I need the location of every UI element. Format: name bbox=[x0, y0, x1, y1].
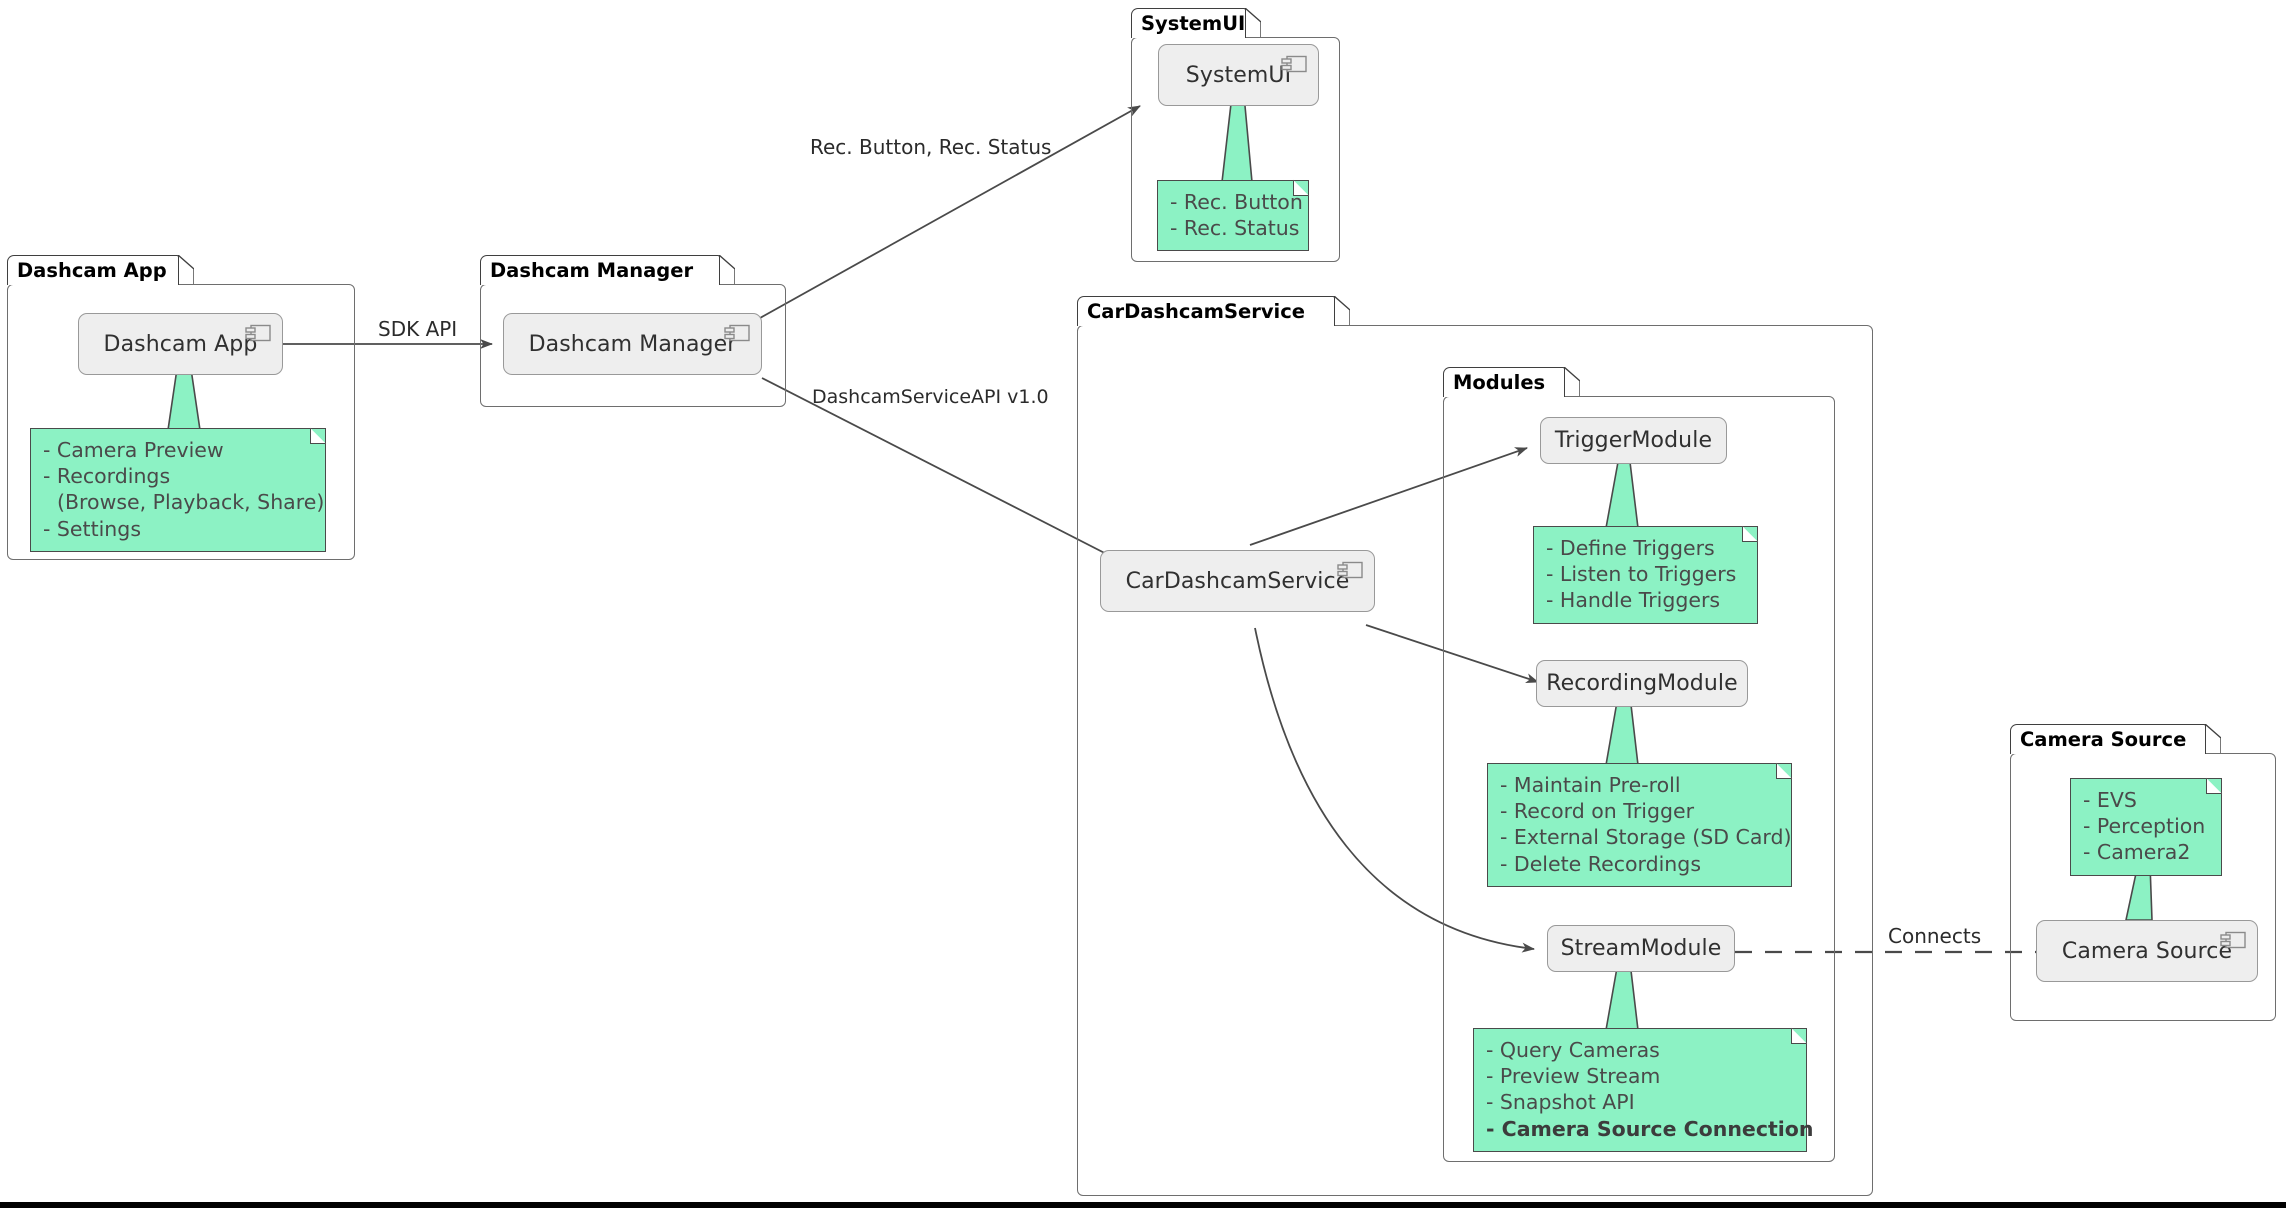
package-fold-camera-source bbox=[2205, 724, 2221, 754]
package-car-dashcam-service: CarDashcamService bbox=[1077, 296, 1873, 1196]
component-icon bbox=[724, 324, 750, 342]
package-title-dashcam-app: Dashcam App bbox=[17, 258, 167, 282]
package-dashcam-manager: Dashcam Manager bbox=[480, 255, 786, 407]
package-tab-modules: Modules bbox=[1443, 367, 1565, 397]
component-recording-module[interactable]: RecordingModule bbox=[1536, 660, 1748, 707]
note-line: - Snapshot API bbox=[1486, 1090, 1635, 1115]
edge-label-text: SDK API bbox=[378, 317, 458, 341]
note-stream-module: - Query Cameras - Preview Stream - Snaps… bbox=[1473, 1028, 1814, 1152]
edge-label-sdk-api: SDK API bbox=[378, 317, 457, 341]
component-camera-source[interactable]: Camera Source bbox=[2036, 920, 2258, 982]
edge-label-rec-button-status: Rec. Button, Rec. Status bbox=[810, 135, 1051, 159]
package-fold-dashcam-app bbox=[178, 255, 194, 285]
component-car-dashcam-service[interactable]: CarDashcamService bbox=[1100, 550, 1375, 612]
note-line: - Recordings bbox=[43, 464, 171, 489]
package-tab-dashcam-app: Dashcam App bbox=[7, 255, 179, 285]
component-label-dashcam-app: Dashcam App bbox=[103, 331, 258, 357]
bottom-edge-bar bbox=[0, 1202, 2286, 1208]
package-body-car-dashcam-service bbox=[1077, 325, 1873, 1196]
package-title-camera-source: Camera Source bbox=[2020, 727, 2187, 751]
note-line: - Query Cameras bbox=[1486, 1038, 1660, 1062]
component-stream-module[interactable]: StreamModule bbox=[1547, 925, 1735, 972]
note-line: - Delete Recordings bbox=[1500, 851, 1701, 876]
note-line: - Perception bbox=[2083, 814, 2206, 839]
component-system-ui[interactable]: SystemUI bbox=[1158, 44, 1319, 106]
edge-label-dashcam-service-api: DashcamServiceAPI v1.0 bbox=[812, 386, 1049, 408]
note-system-ui: - Rec. Button - Rec. Status bbox=[1157, 180, 1309, 252]
package-tab-camera-source: Camera Source bbox=[2010, 724, 2206, 754]
component-dashcam-manager[interactable]: Dashcam Manager bbox=[503, 313, 762, 375]
package-fold-system-ui bbox=[1245, 8, 1261, 38]
note-line: - Rec. Status bbox=[1170, 216, 1300, 241]
component-trigger-module[interactable]: TriggerModule bbox=[1540, 417, 1727, 464]
component-label-recording-module: RecordingModule bbox=[1546, 671, 1738, 696]
component-label-car-dashcam-service: CarDashcamService bbox=[1125, 568, 1350, 594]
package-title-dashcam-manager: Dashcam Manager bbox=[490, 258, 694, 282]
component-dashcam-app[interactable]: Dashcam App bbox=[78, 313, 283, 375]
note-line: - External Storage (SD Card) bbox=[1500, 825, 1792, 850]
edge-label-text: DashcamServiceAPI v1.0 bbox=[812, 386, 1049, 408]
note-line: - Rec. Button bbox=[1170, 190, 1303, 214]
package-camera-source: Camera Source bbox=[2010, 724, 2276, 1021]
component-icon bbox=[1337, 561, 1363, 579]
edge-label-text: Rec. Button, Rec. Status bbox=[810, 135, 1052, 159]
component-icon bbox=[245, 324, 271, 342]
note-line: - Camera Source Connection bbox=[1486, 1116, 1814, 1141]
note-recording-module: - Maintain Pre-roll - Record on Trigger … bbox=[1487, 763, 1792, 887]
note-trigger-module: - Define Triggers - Listen to Triggers -… bbox=[1533, 526, 1758, 624]
package-title-modules: Modules bbox=[1453, 370, 1546, 394]
note-line: - Preview Stream bbox=[1486, 1064, 1661, 1089]
package-title-car-dashcam-service: CarDashcamService bbox=[1087, 299, 1306, 323]
note-line: - Listen to Triggers bbox=[1546, 562, 1737, 587]
note-line: - Record on Trigger bbox=[1500, 799, 1695, 824]
package-system-ui: SystemUI bbox=[1131, 8, 1340, 262]
package-tab-dashcam-manager: Dashcam Manager bbox=[480, 255, 720, 285]
package-fold-car-dashcam-service bbox=[1334, 296, 1350, 326]
component-label-stream-module: StreamModule bbox=[1560, 936, 1722, 961]
component-label-dashcam-manager: Dashcam Manager bbox=[528, 331, 737, 357]
edge-label-text: Connects bbox=[1888, 924, 1982, 948]
component-label-trigger-module: TriggerModule bbox=[1554, 428, 1713, 453]
note-line: (Browse, Playback, Share) bbox=[57, 490, 325, 515]
note-line: - Define Triggers bbox=[1546, 536, 1715, 560]
package-dashcam-app: Dashcam App bbox=[7, 255, 355, 560]
note-line: - Settings bbox=[43, 516, 141, 541]
note-line: - Handle Triggers bbox=[1546, 588, 1721, 613]
edge-label-connects: Connects bbox=[1888, 924, 1981, 948]
package-fold-modules bbox=[1564, 367, 1580, 397]
package-tab-car-dashcam-service: CarDashcamService bbox=[1077, 296, 1335, 326]
component-icon bbox=[2220, 931, 2246, 949]
package-body-dashcam-app bbox=[7, 284, 355, 560]
note-camera-source: - EVS - Perception - Camera2 bbox=[2070, 778, 2222, 876]
package-tab-system-ui: SystemUI bbox=[1131, 8, 1246, 38]
note-line: - Camera2 bbox=[2083, 840, 2191, 865]
note-line: - Maintain Pre-roll bbox=[1500, 773, 1681, 797]
component-label-system-ui: SystemUI bbox=[1185, 62, 1292, 88]
note-line: - EVS bbox=[2083, 788, 2137, 812]
package-modules: Modules bbox=[1443, 367, 1835, 1162]
component-icon bbox=[1281, 55, 1307, 73]
package-fold-dashcam-manager bbox=[719, 255, 735, 285]
note-dashcam-app: - Camera Preview - Recordings (Browse, P… bbox=[30, 428, 326, 552]
component-label-camera-source: Camera Source bbox=[2061, 938, 2233, 964]
note-line: - Camera Preview bbox=[43, 438, 224, 462]
package-title-system-ui: SystemUI bbox=[1141, 11, 1246, 35]
